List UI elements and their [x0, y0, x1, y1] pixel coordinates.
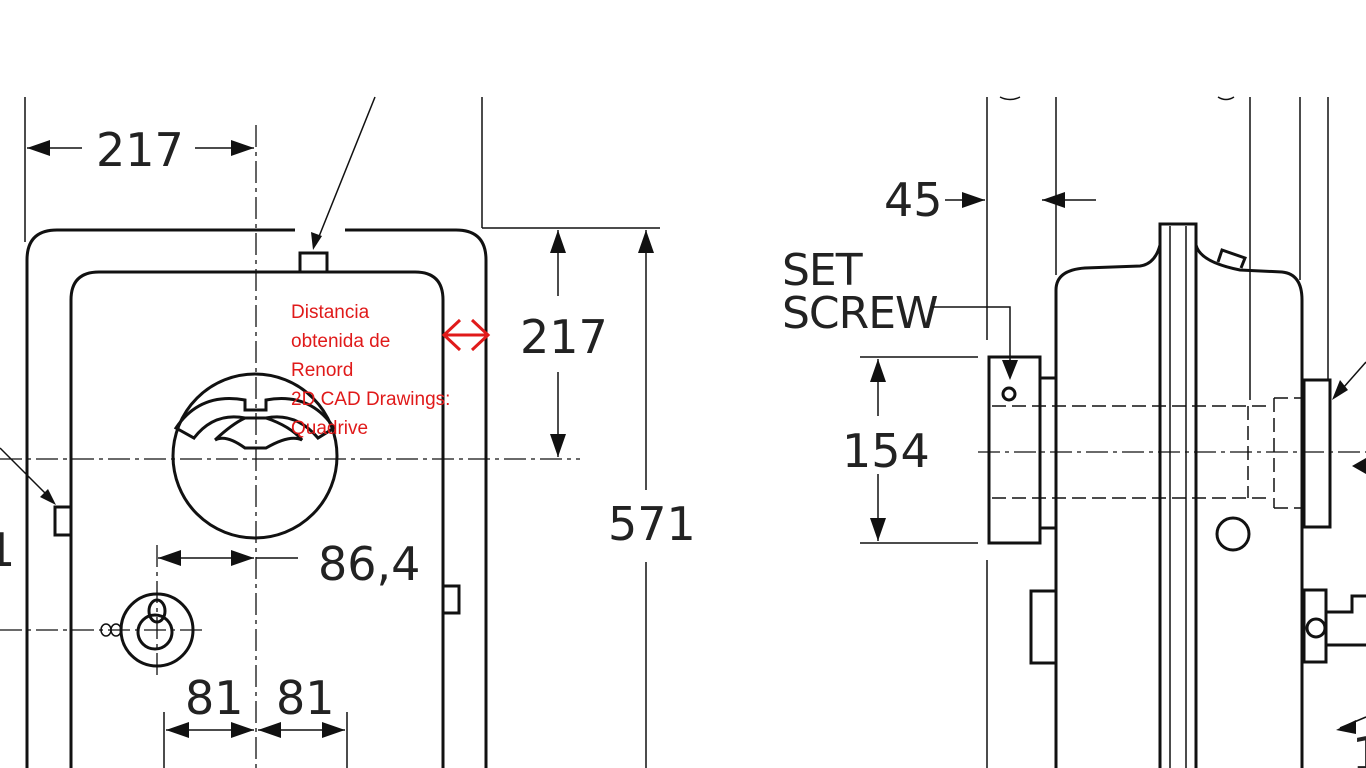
top-leader: [315, 96, 376, 245]
annotation-line-3: Renord: [291, 360, 354, 381]
top-leader-arrow: [311, 232, 322, 250]
dim-86-arrow-right: [231, 550, 254, 566]
side-flange: [1158, 222, 1198, 768]
dim-81-right-arrow-b: [322, 722, 345, 738]
bracket: [987, 355, 1042, 545]
left-leader: [0, 447, 53, 501]
dim-217-top-arrow-left: [27, 140, 50, 156]
side-body: [1054, 244, 1304, 768]
side-body-circle: [1215, 516, 1251, 552]
left-tab: [53, 505, 73, 537]
red-double-arrow: [441, 318, 491, 352]
side-view: 154 45 SET SCREW 1: [782, 96, 1366, 768]
set-screw-label-line2: SCREW: [782, 288, 938, 339]
set-screw-leader: [932, 306, 1011, 372]
dim-81-right-arrow-a: [258, 722, 281, 738]
set-screw-hole: [1001, 386, 1017, 402]
partial-right-text: 1: [1352, 727, 1366, 768]
front-outer-body: [25, 228, 488, 768]
dim-154: 154: [842, 424, 930, 478]
partial-left-text: 1: [0, 523, 15, 577]
top-tab: [298, 251, 329, 274]
bracket-inner: [1038, 376, 1058, 530]
dim-571: 571: [608, 497, 696, 551]
annotation-line-2: obtenida de: [291, 331, 391, 352]
dim-86-4: 86,4: [318, 537, 420, 591]
dim-45: 45: [884, 173, 943, 227]
dim-217-vert-arrow-bottom: [550, 434, 566, 457]
dim-81-left: 81: [185, 671, 244, 725]
dim-217-vert-arrow-top: [550, 230, 566, 253]
dim-217-top-arrow-right: [231, 140, 254, 156]
right-tab: [441, 584, 461, 615]
dim-571-arrow-top: [638, 230, 654, 253]
dim-81-right: 81: [276, 671, 335, 725]
knob-inner: [136, 613, 174, 651]
dim-81-left-arrow-a: [166, 722, 189, 738]
annotation-line-4: 2D CAD Drawings:: [291, 389, 451, 410]
front-view: 217 217 571 86,4 81 81 1: [0, 96, 696, 768]
lower-left-block: [1029, 589, 1058, 665]
dim-81-left-arrow-b: [231, 722, 254, 738]
side-top-tab: [1216, 248, 1247, 269]
drive-circle: [171, 372, 339, 540]
front-inner-panel: [69, 270, 445, 768]
annotation-line-5: Quadrive: [291, 418, 369, 439]
dim-217-vert: 217: [520, 310, 608, 364]
right-block: [1302, 378, 1332, 529]
dim-86-arrow-left: [158, 550, 181, 566]
left-leader-arrow: [40, 489, 56, 505]
annotation-line-1: Distancia: [291, 302, 370, 323]
dim-217-top: 217: [96, 123, 184, 177]
set-screw-label-line1: SET: [782, 245, 863, 296]
drive-inner-shape: [173, 397, 337, 440]
drive-key-slot: [213, 416, 304, 450]
red-annotation: Distancia obtenida de Renord 2D CAD Draw…: [291, 298, 481, 443]
